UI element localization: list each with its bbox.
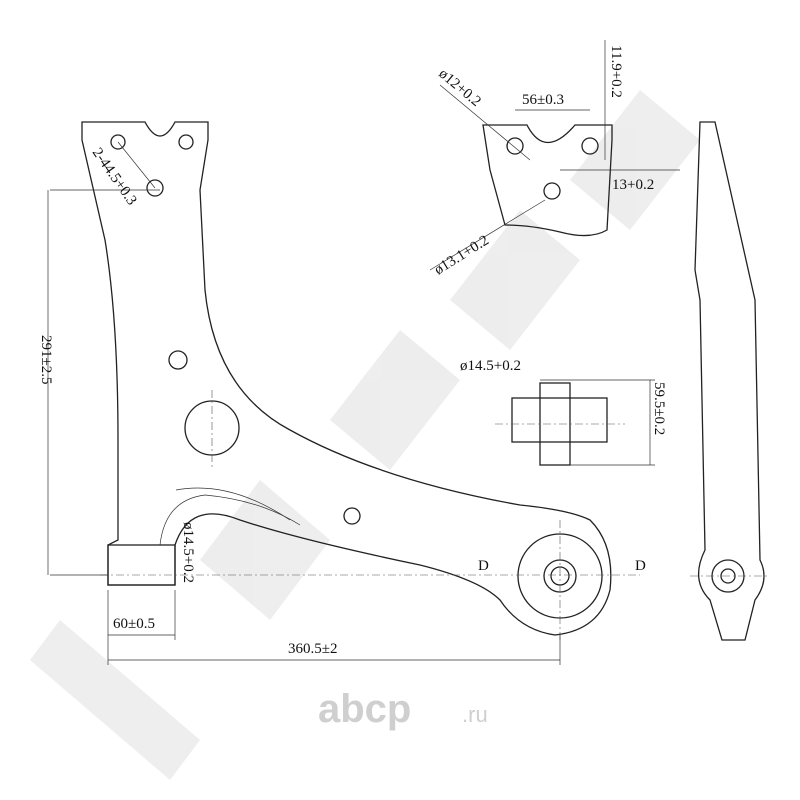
front-bushing-dia-label: ø14.5+0.2 xyxy=(180,522,196,583)
front-bushing-width-label: 60±0.5 xyxy=(113,616,155,632)
hole-spacing-label: 2-44.5+0.3 xyxy=(89,145,140,208)
bushing-width-label: 59.5±0.2 xyxy=(651,382,667,435)
svg-text:abcp: abcp xyxy=(318,687,411,731)
abcp-logo: abcp .ru xyxy=(318,687,488,731)
bracket-detail-view xyxy=(429,40,680,271)
vertical-offset-label: 11.9+0.2 xyxy=(608,45,624,98)
watermark xyxy=(30,90,700,780)
bushing-dia-label: ø14.5+0.2 xyxy=(460,358,521,374)
hole-dia-top-label: ø12+0.2 xyxy=(435,66,483,110)
section-marker-left: D xyxy=(478,558,489,574)
horizontal-offset-label: 13+0.2 xyxy=(612,177,654,193)
section-marker-right: D xyxy=(635,558,646,574)
control-arm-side-view xyxy=(690,121,770,641)
bushing-section-view xyxy=(495,379,655,466)
control-arm-front-view xyxy=(47,121,640,665)
hole-distance-label: 56±0.3 xyxy=(522,92,564,108)
overall-length-label: 360.5±2 xyxy=(288,641,337,657)
svg-text:.ru: .ru xyxy=(462,702,488,727)
height-label: 291±2.5 xyxy=(38,335,54,384)
